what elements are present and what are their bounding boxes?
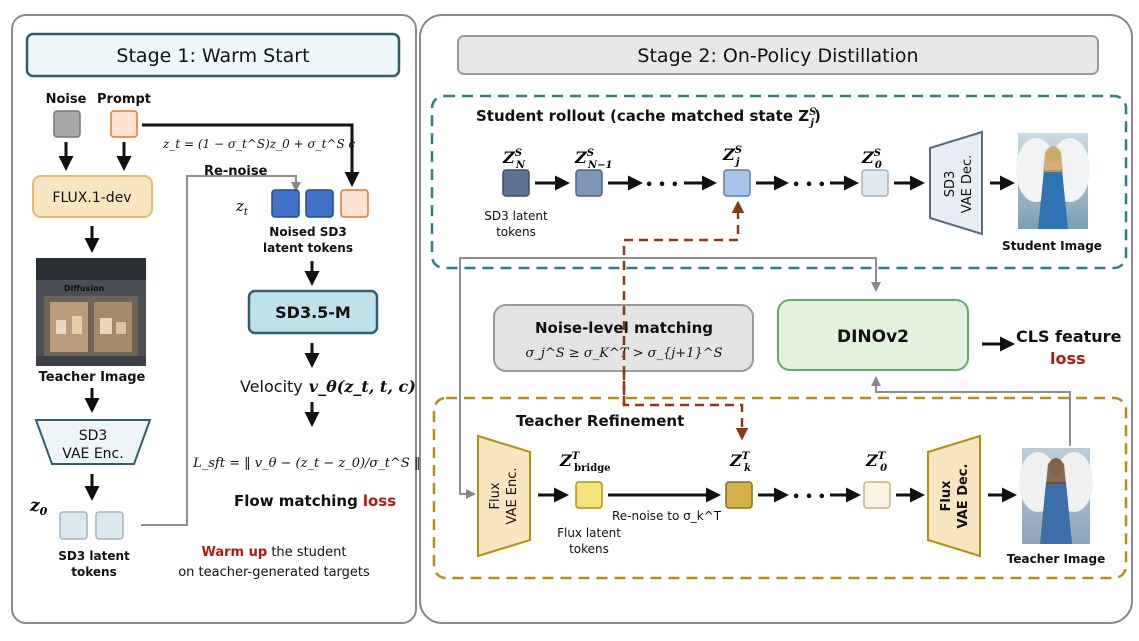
teacher-image-angel	[1019, 448, 1093, 544]
sd3-vae-dec-l2: VAE Dec.	[960, 155, 975, 214]
teacher-refinement-box	[432, 396, 1128, 580]
brown-dashed-up	[622, 200, 745, 405]
sd3-latent-s2-l2: tokens	[496, 225, 536, 239]
z0-token-2	[95, 511, 124, 540]
teacher-refinement-title: Teacher Refinement	[516, 412, 684, 430]
zk-token	[725, 481, 753, 509]
cls-loss-label: loss	[1050, 349, 1086, 368]
flux-vae-dec-shape	[927, 434, 981, 558]
prompt-token	[110, 110, 138, 138]
sd3-latent-label-s1-l1: SD3 latent	[58, 549, 130, 563]
stage2-panel: Stage 2: On-Policy Distillation Student …	[419, 14, 1133, 624]
brown-dashed-down	[622, 371, 749, 441]
flux-enc-l1: Flux	[488, 482, 503, 509]
loss-formula: L_sft = ‖ v_θ − (z_t − z_0)/σ_t^S ‖²₂	[192, 456, 431, 471]
noise-token	[53, 110, 81, 138]
zN-token	[502, 169, 530, 197]
dinov2-box	[777, 299, 969, 371]
zt-token-1	[271, 189, 300, 218]
stage1-panel: Stage 1: Warm Start Noise Prompt FLUX.1-…	[11, 14, 431, 624]
z0-label: z0	[29, 496, 48, 518]
teacher-image-storefront: Diffusion	[36, 258, 146, 366]
flux-enc-l2: VAE Enc.	[505, 467, 520, 524]
zbridge-token	[575, 481, 603, 509]
flux-dev-label: FLUX.1-dev	[52, 190, 131, 206]
zt-label: zt	[235, 197, 249, 218]
stage1-title: Stage 1: Warm Start	[116, 45, 309, 67]
sd3-vae-enc-shape	[34, 419, 152, 465]
flux-latent-l1: Flux latent	[557, 526, 621, 540]
teacher-to-dino-route	[871, 376, 1071, 446]
dinov2-label: DINOv2	[837, 327, 909, 347]
sd3-vae-dec-l1: SD3	[943, 171, 958, 198]
z0s-token	[861, 169, 889, 197]
zt-token-3	[340, 189, 369, 218]
dots-3: • • •	[792, 490, 826, 505]
warm-up-line1: Warm up the student	[202, 545, 347, 560]
sd3-vae-enc-line1: SD3	[79, 428, 108, 444]
noised-label-l1: Noised SD3	[269, 225, 346, 239]
rollout-to-flux-enc	[459, 258, 476, 499]
sd3-latent-s2-l1: SD3 latent	[484, 209, 548, 223]
noised-label-l2: latent tokens	[263, 241, 353, 255]
student-image-label: Student Image	[1002, 239, 1102, 253]
sd3-vae-enc-line2: VAE Enc.	[62, 446, 123, 462]
warm-up-line2: on teacher-generated targets	[178, 565, 370, 580]
z0-token-1	[59, 511, 88, 540]
flux-dec-l1: Flux	[939, 480, 954, 512]
sd3-vae-dec-shape	[929, 130, 983, 236]
flux-dev-box	[32, 175, 153, 218]
storefront-sign: Diffusion	[64, 284, 105, 293]
teacher-image-label-s1: Teacher Image	[39, 370, 146, 385]
prompt-route	[142, 123, 360, 187]
zt-token-2	[305, 189, 334, 218]
flux-dec-l2: VAE Dec.	[956, 464, 971, 529]
student-rollout-box	[430, 94, 1128, 270]
renoise-route	[141, 175, 301, 526]
cls-feature-label: CLS feature	[1016, 327, 1122, 346]
stage2-title-box	[457, 35, 1099, 75]
student-image-angel	[1016, 133, 1090, 229]
renoise-to-label: Re-noise to σ_k^T	[612, 509, 722, 523]
sd35m-box	[247, 289, 379, 335]
renoise-label: Re-noise	[204, 164, 268, 179]
noise-label: Noise	[46, 92, 87, 107]
dots-1: • • •	[645, 178, 679, 193]
zN1-token	[575, 169, 603, 197]
dots-2: • • •	[792, 178, 826, 193]
flux-latent-l2: tokens	[569, 542, 609, 556]
sd3-latent-label-s1-l2: tokens	[71, 565, 116, 579]
prompt-label: Prompt	[97, 92, 151, 107]
stage1-title-box	[25, 32, 401, 78]
zj-token	[723, 169, 751, 197]
flux-vae-enc-shape	[477, 434, 531, 558]
sd35m-label: SD3.5-M	[275, 303, 351, 322]
stage2-title: Stage 2: On-Policy Distillation	[637, 45, 918, 67]
noise-formula: z_t = (1 − σ_t^S)z_0 + σ_t^S ϵ	[162, 137, 356, 151]
z0t-token	[863, 481, 891, 509]
teacher-image-label-s2: Teacher Image	[1007, 552, 1106, 566]
